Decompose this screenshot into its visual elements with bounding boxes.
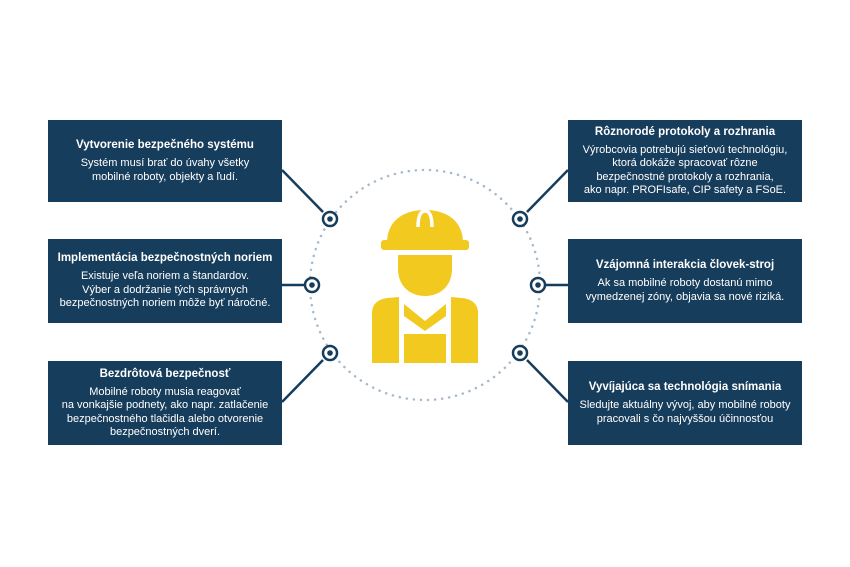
info-box-safety-standards: Implementácia bezpečnostných noriem Exis… bbox=[48, 239, 282, 323]
info-box-wireless-safety: Bezdrôtová bezpečnosť Mobilné roboty mus… bbox=[48, 361, 282, 445]
info-box-sensing-technology: Vyvíjajúca sa technológia snímania Sledu… bbox=[568, 361, 802, 445]
ring-node-icon bbox=[303, 276, 321, 294]
connector-line-left-bottom bbox=[281, 359, 324, 403]
connector-line-right-bottom bbox=[526, 359, 569, 403]
connector-line-left-top bbox=[281, 169, 324, 213]
construction-worker-icon bbox=[372, 209, 478, 363]
ring-node-icon bbox=[511, 210, 529, 228]
info-box-title: Bezdrôtová bezpečnosť bbox=[99, 367, 231, 380]
info-box-protocols-interfaces: Rôznorodé protokoly a rozhrania Výrobcov… bbox=[568, 120, 802, 202]
connector-line-right-top bbox=[526, 169, 569, 213]
info-box-title: Implementácia bezpečnostných noriem bbox=[57, 252, 273, 265]
ring-node-icon bbox=[511, 344, 529, 362]
info-box-text: Systém musí brať do úvahy všetky mobilné… bbox=[80, 157, 250, 183]
ring-node-icon bbox=[321, 344, 339, 362]
info-box-title: Vyvíjajúca sa technológia snímania bbox=[588, 381, 782, 393]
info-box-text: Mobilné roboty musia reagovať na vonkajš… bbox=[61, 385, 269, 439]
info-box-title: Rôznorodé protokoly a rozhrania bbox=[594, 125, 776, 138]
info-box-title: Vytvorenie bezpečného systému bbox=[76, 139, 254, 151]
info-box-text: Sledujte aktuálny vývoj, aby mobilné rob… bbox=[579, 399, 791, 425]
ring-node-icon bbox=[529, 276, 547, 294]
info-box-safe-system: Vytvorenie bezpečného systému Systém mus… bbox=[48, 120, 282, 202]
info-box-text: Existuje veľa noriem a štandardov. Výber… bbox=[59, 270, 271, 310]
info-box-text: Ak sa mobilné roboty dostanú mimo vymedz… bbox=[585, 277, 785, 303]
info-box-title: Vzájomná interakcia človek-stroj bbox=[595, 259, 775, 271]
info-box-text: Výrobcovia potrebujú sieťovú technológiu… bbox=[582, 143, 788, 197]
ring-node-icon bbox=[321, 210, 339, 228]
info-box-human-machine: Vzájomná interakcia človek-stroj Ak sa m… bbox=[568, 239, 802, 323]
